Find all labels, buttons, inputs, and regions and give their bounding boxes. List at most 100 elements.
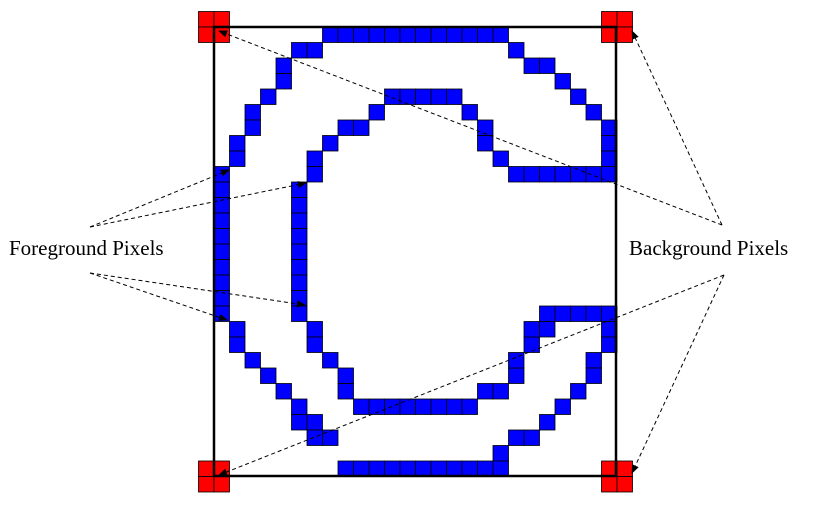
- foreground-pixel: [601, 150, 618, 167]
- foreground-pixel: [477, 26, 494, 43]
- foreground-pixel: [523, 336, 540, 353]
- foreground-pixel: [399, 88, 416, 105]
- background-pixel: [198, 26, 215, 43]
- foreground-pixel: [213, 243, 230, 260]
- foreground-pixel: [399, 460, 416, 477]
- background-pixel: [198, 476, 215, 493]
- background-arrow: [631, 30, 723, 226]
- foreground-pixel: [229, 321, 246, 338]
- foreground-pixel: [229, 135, 246, 152]
- background-pixel: [601, 460, 618, 477]
- foreground-pixel: [306, 336, 323, 353]
- background-pixel: [601, 26, 618, 43]
- foreground-pixel: [337, 460, 354, 477]
- foreground-pixel: [399, 398, 416, 415]
- background-pixel: [616, 476, 633, 493]
- foreground-pixel: [492, 460, 509, 477]
- foreground-pixel: [353, 26, 370, 43]
- foreground-pixel: [492, 150, 509, 167]
- foreground-pixel: [213, 212, 230, 229]
- foreground-pixel: [415, 88, 432, 105]
- foreground-pixel: [570, 88, 587, 105]
- foreground-arrow: [89, 181, 307, 228]
- foreground-pixel: [291, 212, 308, 229]
- foreground-pixel: [213, 274, 230, 291]
- background-pixel: [616, 460, 633, 477]
- foreground-pixel: [461, 26, 478, 43]
- foreground-pixel: [508, 42, 525, 59]
- foreground-pixel: [477, 383, 494, 400]
- foreground-pixel: [492, 383, 509, 400]
- background-pixel: [198, 460, 215, 477]
- foreground-pixel: [461, 460, 478, 477]
- foreground-pixel: [539, 57, 556, 74]
- foreground-pixel: [213, 181, 230, 198]
- background-pixel: [213, 476, 230, 493]
- foreground-pixel: [368, 460, 385, 477]
- foreground-pixel: [306, 414, 323, 431]
- foreground-pixel-grid: [213, 26, 618, 477]
- foreground-pixel: [306, 429, 323, 446]
- foreground-pixel: [430, 26, 447, 43]
- foreground-pixel: [585, 352, 602, 369]
- foreground-pixel: [353, 398, 370, 415]
- foreground-pixel: [508, 429, 525, 446]
- foreground-pixel: [306, 321, 323, 338]
- foreground-pixel: [399, 26, 416, 43]
- foreground-pixel: [322, 135, 339, 152]
- foreground-pixel: [554, 305, 571, 322]
- background-pixel: [616, 26, 633, 43]
- foreground-pixel: [585, 104, 602, 121]
- foreground-arrow: [89, 169, 230, 228]
- background-pixel: [198, 11, 215, 28]
- foreground-pixel: [368, 26, 385, 43]
- foreground-pixel: [446, 460, 463, 477]
- foreground-pixel: [353, 460, 370, 477]
- foreground-pixel: [213, 305, 230, 322]
- foreground-pixel: [229, 150, 246, 167]
- foreground-pixel: [477, 460, 494, 477]
- foreground-pixel: [291, 243, 308, 260]
- foreground-pixel: [244, 352, 261, 369]
- foreground-pixel: [492, 26, 509, 43]
- foreground-pixel: [229, 336, 246, 353]
- foreground-pixel: [368, 104, 385, 121]
- foreground-pixel: [322, 26, 339, 43]
- foreground-pixel: [213, 166, 230, 183]
- foreground-pixel: [306, 166, 323, 183]
- foreground-pixel: [322, 429, 339, 446]
- foreground-pixels-label: Foreground Pixels: [9, 236, 164, 260]
- foreground-pixel: [384, 398, 401, 415]
- foreground-pixel: [213, 228, 230, 245]
- foreground-pixel: [306, 150, 323, 167]
- foreground-pixel: [260, 367, 277, 384]
- foreground-pixel: [244, 104, 261, 121]
- foreground-pixel: [353, 119, 370, 136]
- foreground-pixel: [601, 321, 618, 338]
- foreground-pixel: [570, 305, 587, 322]
- foreground-pixel: [291, 305, 308, 322]
- foreground-pixel: [244, 119, 261, 136]
- foreground-pixel: [492, 445, 509, 462]
- foreground-pixel: [291, 414, 308, 431]
- background-arrow: [631, 274, 725, 474]
- foreground-pixel: [523, 429, 540, 446]
- foreground-pixel: [275, 383, 292, 400]
- background-pixel: [213, 26, 230, 43]
- foreground-pixel: [585, 367, 602, 384]
- foreground-arrow: [89, 272, 306, 308]
- foreground-pixel: [415, 26, 432, 43]
- foreground-pixel: [384, 88, 401, 105]
- foreground-pixel: [554, 73, 571, 90]
- background-pixels-label: Background Pixels: [629, 236, 789, 260]
- foreground-pixel: [291, 228, 308, 245]
- foreground-pixel: [585, 166, 602, 183]
- foreground-pixel: [601, 336, 618, 353]
- foreground-pixel: [291, 42, 308, 59]
- background-pixel: [616, 11, 633, 28]
- foreground-pixel: [508, 166, 525, 183]
- foreground-pixel: [554, 166, 571, 183]
- foreground-pixel: [384, 460, 401, 477]
- foreground-pixel: [570, 166, 587, 183]
